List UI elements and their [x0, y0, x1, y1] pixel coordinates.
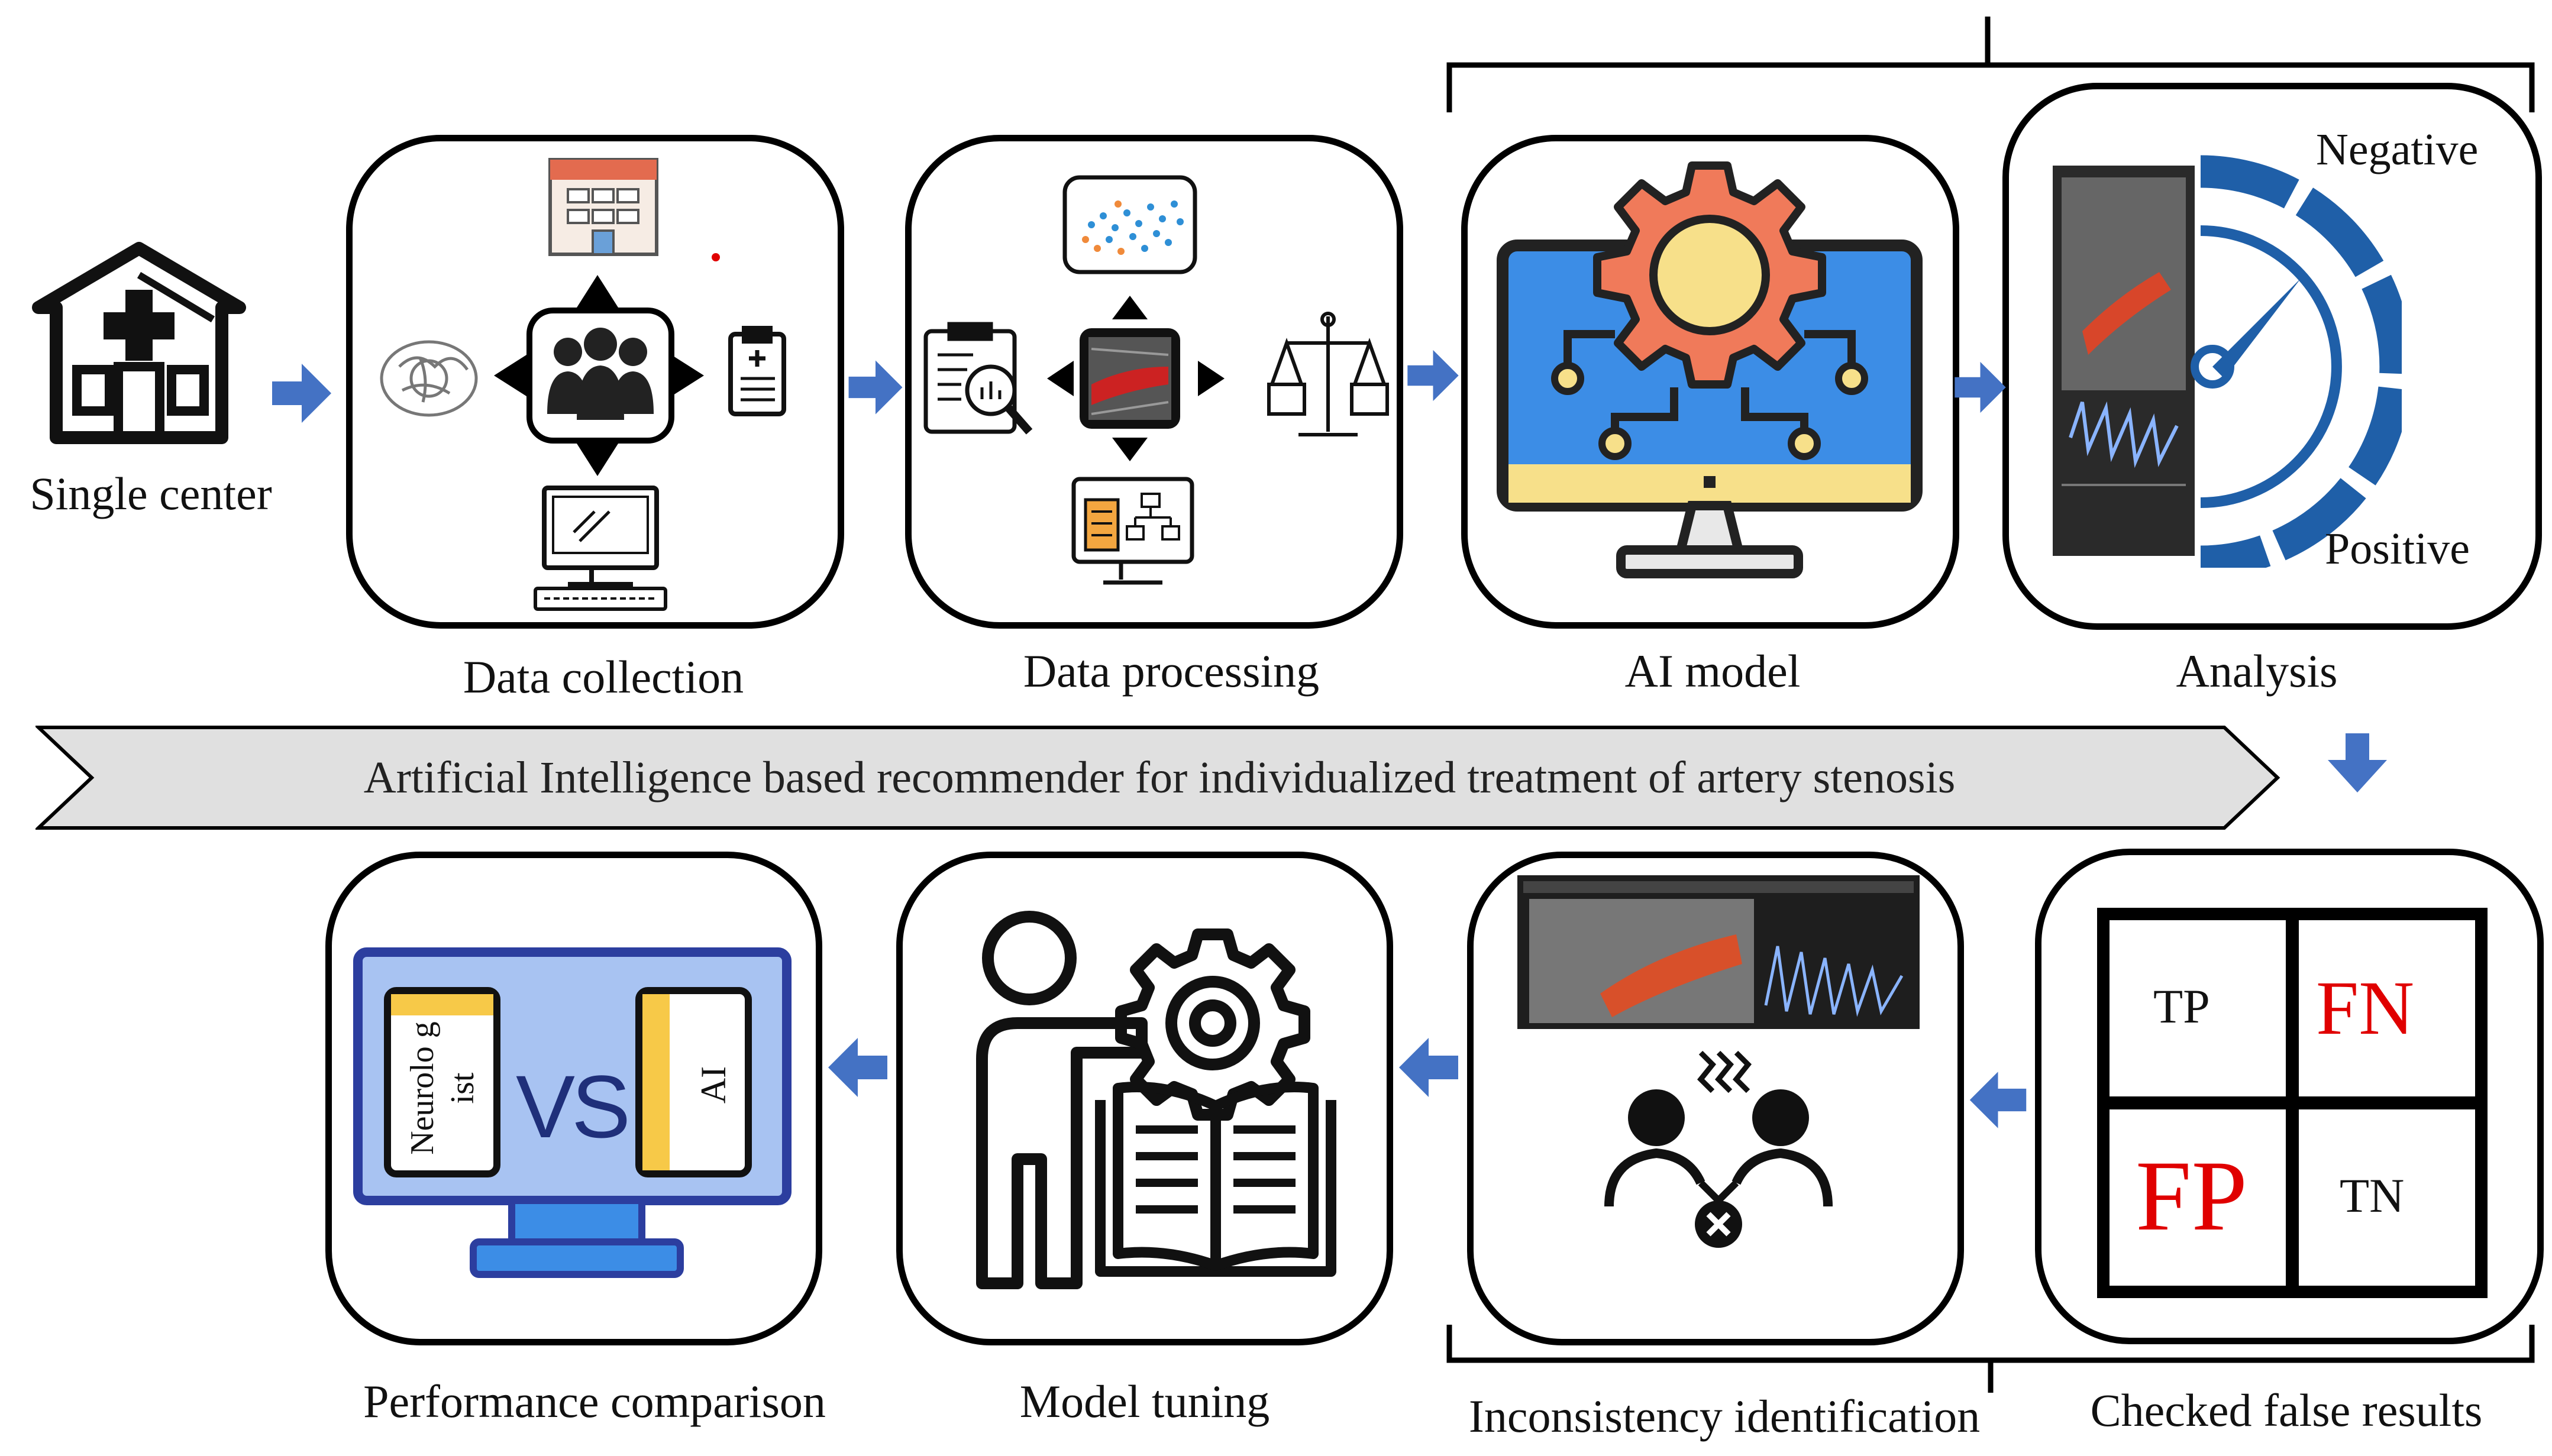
comparison-monitor-graphic: [353, 947, 792, 1278]
data-scatter-icon: [1062, 175, 1197, 274]
label-single-center: Single center: [30, 468, 272, 519]
balance-scale-icon: [1267, 312, 1389, 436]
brain-icon: [380, 340, 478, 417]
arrow-left-2: [1399, 1038, 1458, 1097]
arrow-right-3: [1407, 350, 1459, 402]
banner: Artificial Intelligence based recommende…: [35, 724, 2283, 831]
model-tuning-graphic: [976, 911, 1336, 1289]
arrow-right-4: [1955, 361, 2006, 413]
ai-monitor-gear-icon: [1497, 161, 1923, 578]
hospital-building-icon: [548, 158, 658, 256]
hospital-house-icon: [32, 242, 246, 444]
comparison-right-label: AI: [694, 1066, 734, 1104]
label-performance-comparison: Performance comparison: [363, 1376, 826, 1427]
data-processing-icons: [923, 175, 1389, 585]
inconsistency-graphic: [1517, 875, 1920, 1248]
confusion-matrix-grid: [2097, 908, 2488, 1298]
label-ai-model: AI model: [1624, 645, 1801, 697]
report-magnifier-icon: [923, 322, 1033, 435]
matrix-tp: TP: [2153, 979, 2210, 1033]
comparison-left-label: Neurolo gist: [404, 1021, 481, 1155]
label-inconsistency-identification: Inconsistency identification: [1468, 1390, 1981, 1442]
matrix-fn: FN: [2316, 966, 2415, 1051]
matrix-tn: TN: [2340, 1169, 2405, 1222]
desktop-computer-icon: [534, 486, 667, 611]
arrow-left-3: [828, 1038, 887, 1097]
analysis-gauge-graphic: [2053, 155, 2402, 568]
gauge-positive-label: Positive: [2325, 524, 2470, 574]
flowchart-monitor-icon: [1071, 477, 1194, 585]
label-data-collection: Data collection: [463, 651, 744, 703]
clipboard-icon: [728, 326, 786, 416]
comparison-vs-label: VS: [516, 1057, 631, 1156]
arrow-down: [2328, 733, 2387, 792]
matrix-fp: FP: [2136, 1140, 2248, 1251]
label-data-processing: Data processing: [1023, 645, 1320, 697]
banner-text: Artificial Intelligence based recommende…: [363, 753, 1956, 803]
label-checked-false-results: Checked false results: [2090, 1384, 2483, 1436]
data-collection-icons: [380, 158, 786, 611]
label-analysis: Analysis: [2176, 645, 2338, 697]
top-bracket: [1446, 17, 2535, 112]
doctors-team-icon: [547, 328, 654, 420]
label-model-tuning: Model tuning: [1019, 1376, 1270, 1427]
gauge-negative-label: Negative: [2316, 125, 2479, 174]
arrow-left-1: [1969, 1072, 2027, 1128]
bottom-bracket: [1446, 1325, 2535, 1393]
arrow-right-2: [848, 360, 903, 415]
arrow-right-1: [272, 364, 331, 423]
